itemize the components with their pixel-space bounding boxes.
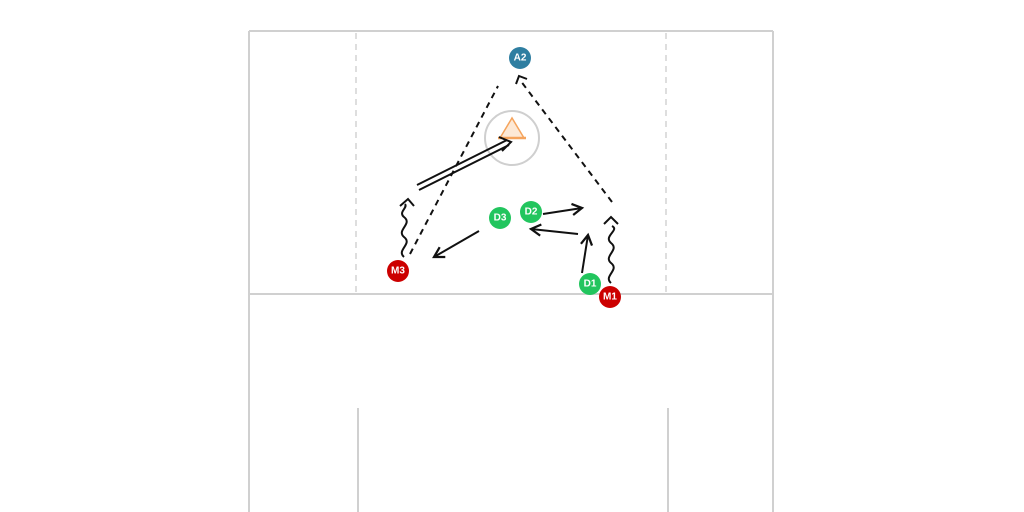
- goal-crease: [484, 110, 540, 166]
- players: A2 D2 D3 D1 M3 M1: [387, 47, 621, 308]
- player-d3-marker: [489, 207, 511, 229]
- recover-arrow: [528, 223, 579, 237]
- dodge-m3-head: [399, 197, 415, 207]
- player-m1-label: M1: [603, 292, 617, 303]
- field: [248, 30, 774, 512]
- slide-d3: [432, 230, 480, 259]
- player-d2[interactable]: D2: [520, 201, 542, 223]
- slide-d1: [580, 232, 594, 274]
- dodge-m1: [607, 225, 616, 284]
- player-d3[interactable]: D3: [489, 207, 511, 229]
- dodge-m1-head: [603, 215, 619, 225]
- goal: [484, 110, 540, 166]
- player-m3-label: M3: [391, 266, 405, 277]
- pass-m3-to-a2: [409, 85, 499, 255]
- player-d1[interactable]: D1: [579, 273, 601, 295]
- player-a2-label: A2: [514, 53, 527, 64]
- player-d2-marker: [520, 201, 542, 223]
- player-d1-label: D1: [584, 279, 597, 290]
- pass-lines: [409, 74, 613, 255]
- player-m3[interactable]: M3: [387, 260, 409, 282]
- player-m3-marker: [387, 260, 409, 282]
- triangle-cone-icon: [498, 116, 526, 140]
- dodge-m3: [400, 203, 408, 258]
- shot-arrow: [416, 136, 513, 191]
- player-d3-label: D3: [494, 213, 507, 224]
- player-a2[interactable]: A2: [509, 47, 531, 69]
- player-m1[interactable]: M1: [599, 286, 621, 308]
- player-d2-label: D2: [525, 207, 538, 218]
- player-d1-marker: [579, 273, 601, 295]
- slide-d2: [542, 202, 585, 216]
- pass-m1-to-a2: [519, 79, 613, 203]
- player-a2-marker: [509, 47, 531, 69]
- slide-arrows: [432, 202, 594, 274]
- dodge-lines: [399, 197, 619, 284]
- pass-arrowhead-a2: [515, 74, 528, 85]
- player-m1-marker: [599, 286, 621, 308]
